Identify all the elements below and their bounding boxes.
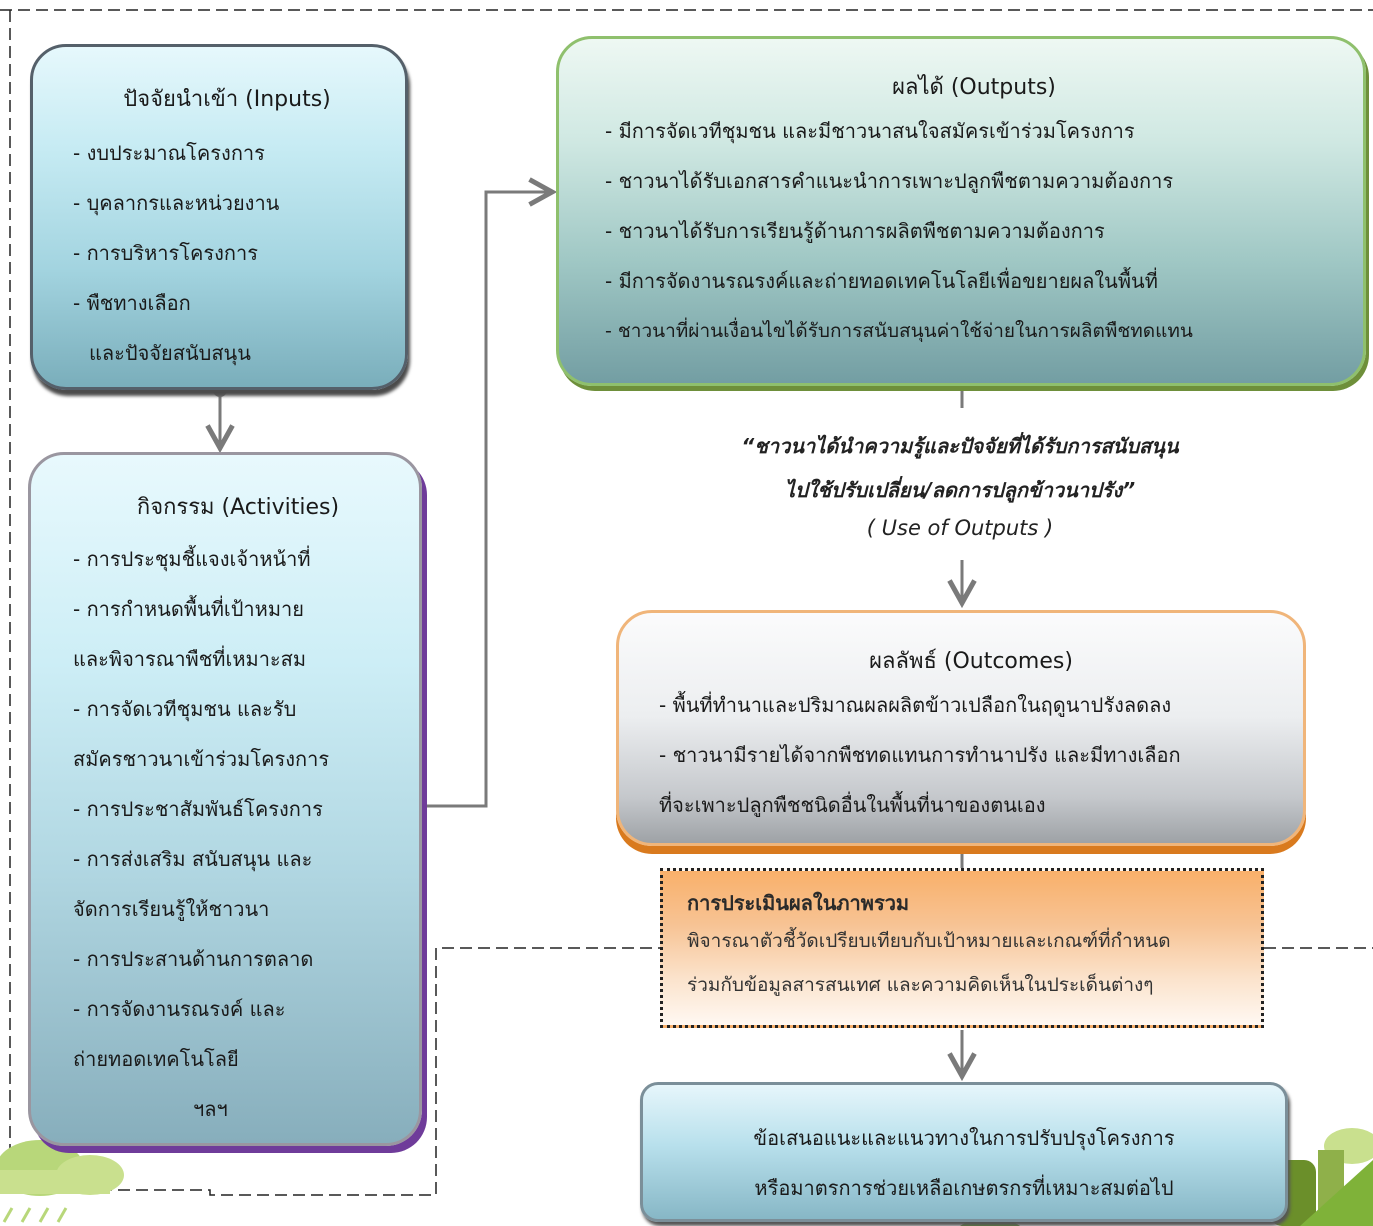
inputs-box: ปัจจัยนำเข้า (Inputs) - งบประมาณโครงการ … — [30, 44, 408, 390]
activities-item: และพิจารณาพืชที่เหมาะสม — [73, 647, 307, 671]
suggestions-box: ข้อเสนอแนะและแนวทางในการปรับปรุงโครงการ … — [640, 1082, 1288, 1222]
suggestions-line: หรือมาตรการช่วยเหลือเกษตรกรที่เหมาะสมต่อ… — [754, 1176, 1174, 1200]
evaluation-title: การประเมินผลในภาพรวม — [687, 891, 910, 915]
outcomes-title: ผลลัพธ์ (Outcomes) — [869, 649, 1073, 674]
activities-box: กิจกรรม (Activities) - การประชุมชี้แจงเจ… — [28, 452, 422, 1146]
activities-item: จัดการเรียนรู้ให้ชาวนา — [73, 897, 270, 921]
decorative-silo — [960, 1128, 1373, 1226]
activities-item: - การจัดงานรณรงค์ และ — [73, 997, 286, 1021]
outcomes-item: - ชาวนามีรายได้จากพืชทดแทนการทำนาปรัง แล… — [659, 743, 1181, 767]
inputs-item: - พืชทางเลือก — [73, 291, 191, 315]
inputs-item: - บุคลากรและหน่วยงาน — [73, 191, 280, 215]
inputs-title: ปัจจัยนำเข้า (Inputs) — [123, 87, 331, 112]
inputs-item: - งบประมาณโครงการ — [73, 141, 265, 165]
quote-line-2: ไปใช้ปรับเปลี่ยน/ลดการปลูกข้าวนาปรัง” — [784, 478, 1136, 502]
activities-item: ถ่ายทอดเทคโนโลยี — [73, 1047, 239, 1071]
activities-item: ฯลฯ — [193, 1097, 228, 1121]
activities-item: - การประสานด้านการตลาด — [73, 947, 314, 971]
use-of-outputs-label: ( Use of Outputs ) — [866, 516, 1054, 540]
use-of-outputs-quote: “ชาวนาได้นำความรู้และปัจจัยที่ได้รับการส… — [700, 424, 1220, 512]
activities-item: - การกำหนดพื้นที่เป้าหมาย — [73, 597, 304, 621]
evaluation-box: การประเมินผลในภาพรวม พิจารณาตัวชี้วัดเปร… — [660, 868, 1264, 1028]
outcomes-item: - พื้นที่ทำนาและปริมาณผลผลิตข้าวเปลือกใน… — [659, 693, 1172, 717]
activities-item: - การประชาสัมพันธ์โครงการ — [73, 797, 323, 821]
outputs-title: ผลได้ (Outputs) — [892, 75, 1056, 100]
evaluation-line: พิจารณาตัวชี้วัดเปรียบเทียบกับเป้าหมายแล… — [687, 930, 1171, 952]
outputs-item: - มีการจัดงานรณรงค์และถ่ายทอดเทคโนโลยีเพ… — [605, 269, 1158, 293]
evaluation-line: ร่วมกับข้อมูลสารสนเทศ และความคิดเห็นในปร… — [687, 974, 1154, 996]
suggestions-line: ข้อเสนอแนะและแนวทางในการปรับปรุงโครงการ — [753, 1126, 1175, 1150]
dashed-feedback-loop — [10, 947, 660, 1196]
outputs-item: - ชาวนาได้รับการเรียนรู้ด้านการผลิตพืชตา… — [605, 219, 1105, 243]
outcomes-item: ที่จะเพาะปลูกพืชชนิดอื่นในพื้นที่นาของตน… — [659, 793, 1046, 817]
inputs-item: และปัจจัยสนับสนุน — [89, 341, 251, 365]
outcomes-box: ผลลัพธ์ (Outcomes) - พื้นที่ทำนาและปริมา… — [616, 610, 1306, 846]
arrow-activities-to-outputs — [410, 192, 552, 808]
outputs-box: ผลได้ (Outputs) - มีการจัดเวทีชุมชน และม… — [556, 36, 1366, 386]
activities-item: - การประชุมชี้แจงเจ้าหน้าที่ — [73, 547, 311, 571]
activities-item: - การจัดเวทีชุมชน และรับ — [73, 697, 297, 721]
inputs-item: - การบริหารโครงการ — [73, 241, 258, 265]
outputs-item: - ชาวนาที่ผ่านเงื่อนไขได้รับการสนับสนุนค… — [605, 320, 1193, 342]
activities-item: - การส่งเสริม สนับสนุน และ — [73, 847, 313, 871]
decorative-cloud — [0, 1140, 124, 1223]
outputs-item: - มีการจัดเวทีชุมชน และมีชาวนาสนใจสมัครเ… — [605, 119, 1135, 143]
quote-line-1: “ชาวนาได้นำความรู้และปัจจัยที่ได้รับการส… — [741, 434, 1179, 458]
activities-title: กิจกรรม (Activities) — [136, 495, 340, 520]
activities-item: สมัครชาวนาเข้าร่วมโครงการ — [73, 747, 330, 771]
outputs-item: - ชาวนาได้รับเอกสารคำแนะนำการเพาะปลูกพืช… — [605, 169, 1174, 193]
